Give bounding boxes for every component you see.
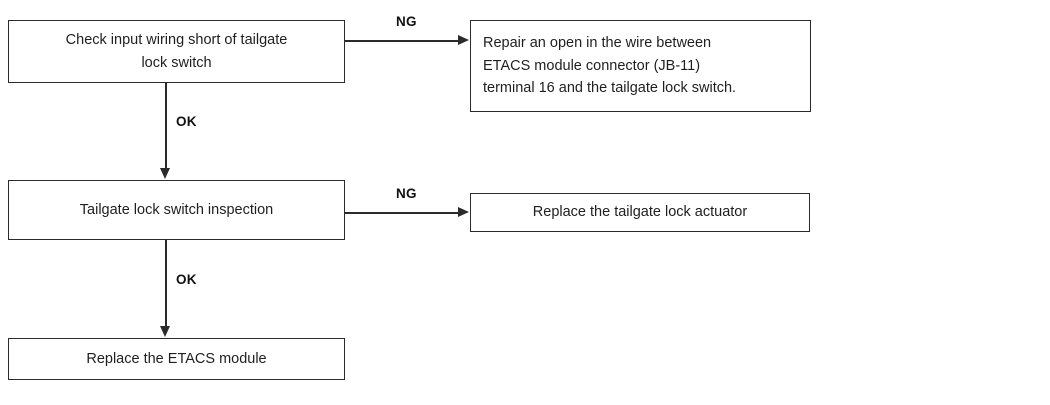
node-check-input-wiring: Check input wiring short of tailgate loc… (8, 20, 345, 83)
connector-switch-inspection-to-replace-actuator (345, 212, 459, 214)
node-replace-etacs-module-label: Replace the ETACS module (86, 350, 267, 367)
node-repair-open-wire-label: Repair an open in the wire between ETACS… (483, 35, 737, 97)
node-replace-tailgate-lock-actuator-label: Replace the tailgate lock actuator (532, 204, 748, 221)
edge-label-ok-switch-inspection: OK (176, 272, 197, 287)
edge-label-ng-switch-inspection: NG (396, 186, 417, 201)
arrow-right-icon (458, 35, 469, 45)
arrow-down-icon (160, 326, 170, 337)
edge-label-ng-check-wiring: NG (396, 14, 417, 29)
connector-check-wiring-to-switch-inspection (165, 83, 167, 169)
node-check-input-wiring-label: Check input wiring short of tailgate loc… (65, 32, 288, 71)
connector-check-wiring-to-repair-open (345, 40, 459, 42)
node-tailgate-lock-switch-inspection-label: Tailgate lock switch inspection (79, 201, 274, 218)
node-replace-tailgate-lock-actuator: Replace the tailgate lock actuator (470, 193, 810, 232)
node-replace-etacs-module: Replace the ETACS module (8, 338, 345, 380)
connector-switch-inspection-to-replace-etacs (165, 240, 167, 327)
node-repair-open-wire: Repair an open in the wire between ETACS… (470, 20, 811, 112)
arrow-down-icon (160, 168, 170, 179)
edge-label-ok-check-wiring: OK (176, 114, 197, 129)
node-tailgate-lock-switch-inspection: Tailgate lock switch inspection (8, 180, 345, 240)
arrow-right-icon (458, 207, 469, 217)
